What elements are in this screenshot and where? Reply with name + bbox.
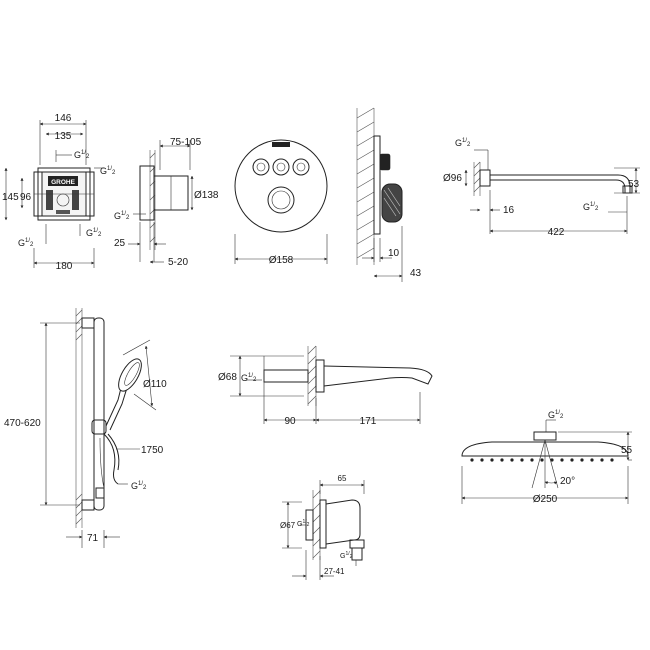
thread-label-right: G1/2 <box>100 166 116 176</box>
shower-rail-set-view: Ø110 1750 G1/2 470-620 71 <box>4 308 167 548</box>
mixer-box-side-view: 75-105 Ø138 G1/2 25 5-20 <box>114 137 219 268</box>
thread-label-arm-top: G1/2 <box>455 138 471 148</box>
dim-135: 135 <box>55 131 72 142</box>
dim-145: 145 <box>2 192 19 203</box>
dim-27-41: 27-41 <box>324 567 345 576</box>
dim-dia-158: Ø158 <box>269 255 294 266</box>
mixer-box-front-view: 146 135 G1/2 GROHE 145 96 G1/2 <box>2 113 116 272</box>
dim-1750: 1750 <box>141 445 164 456</box>
thread-label-side: G1/2 <box>114 211 130 221</box>
thread-label-top: G1/2 <box>74 150 90 160</box>
dim-422: 422 <box>548 227 565 238</box>
dim-43: 43 <box>410 268 422 279</box>
head-shower-view: G1/2 20° 55 Ø250 <box>461 410 633 505</box>
rail-bar <box>93 317 105 511</box>
dim-5-20: 5-20 <box>168 257 188 268</box>
thread-label-outlet-wall: G1/2 <box>297 519 310 528</box>
dim-53: 53 <box>628 179 640 190</box>
dim-90: 90 <box>284 416 296 427</box>
thread-label-arm-end: G1/2 <box>583 202 599 212</box>
thread-label-bottom-left: G1/2 <box>18 238 34 248</box>
function-button-1 <box>252 158 270 176</box>
bath-spout-view: Ø68 G1/2 90 171 <box>218 345 433 427</box>
dim-171: 171 <box>360 416 377 427</box>
dim-55: 55 <box>621 445 633 456</box>
dim-65: 65 <box>338 474 347 483</box>
thread-label-rail: G1/2 <box>131 481 147 491</box>
dim-180: 180 <box>56 261 73 272</box>
thread-label-bottom-right: G1/2 <box>86 228 102 238</box>
brand-logo: GROHE <box>51 179 76 186</box>
thread-label-head: G1/2 <box>548 410 564 420</box>
dim-dia-110: Ø110 <box>143 379 167 390</box>
dim-dia-67: Ø67 <box>280 521 296 530</box>
dim-10: 10 <box>388 248 400 259</box>
thread-label-spout: G1/2 <box>241 373 257 383</box>
function-button-2 <box>272 158 290 176</box>
angle-20: 20° <box>560 476 575 487</box>
dim-dia-138: Ø138 <box>194 190 219 201</box>
dim-96: 96 <box>20 192 32 203</box>
dim-dia-250: Ø250 <box>533 494 558 505</box>
dim-dia-68: Ø68 <box>218 372 237 383</box>
trim-plate-front-view: Ø158 <box>234 139 328 266</box>
dim-dia-96-arm: Ø96 <box>443 173 462 184</box>
knob-side <box>381 183 403 223</box>
dim-71: 71 <box>87 533 99 544</box>
dim-146: 146 <box>55 113 72 124</box>
dim-470-620: 470-620 <box>4 418 41 429</box>
dim-16: 16 <box>503 205 515 216</box>
trim-plate-side-view: 10 43 <box>356 107 422 282</box>
dim-25: 25 <box>114 238 126 249</box>
thread-label-outlet: G1/2 <box>340 551 353 560</box>
shower-arm-view: G1/2 Ø96 16 G1/2 422 53 <box>443 138 640 238</box>
function-button-3 <box>292 158 310 176</box>
wall-outlet-view: 65 Ø67 G1/2 G1/2 27-41 <box>280 474 365 580</box>
dim-75-105: 75-105 <box>170 137 202 148</box>
